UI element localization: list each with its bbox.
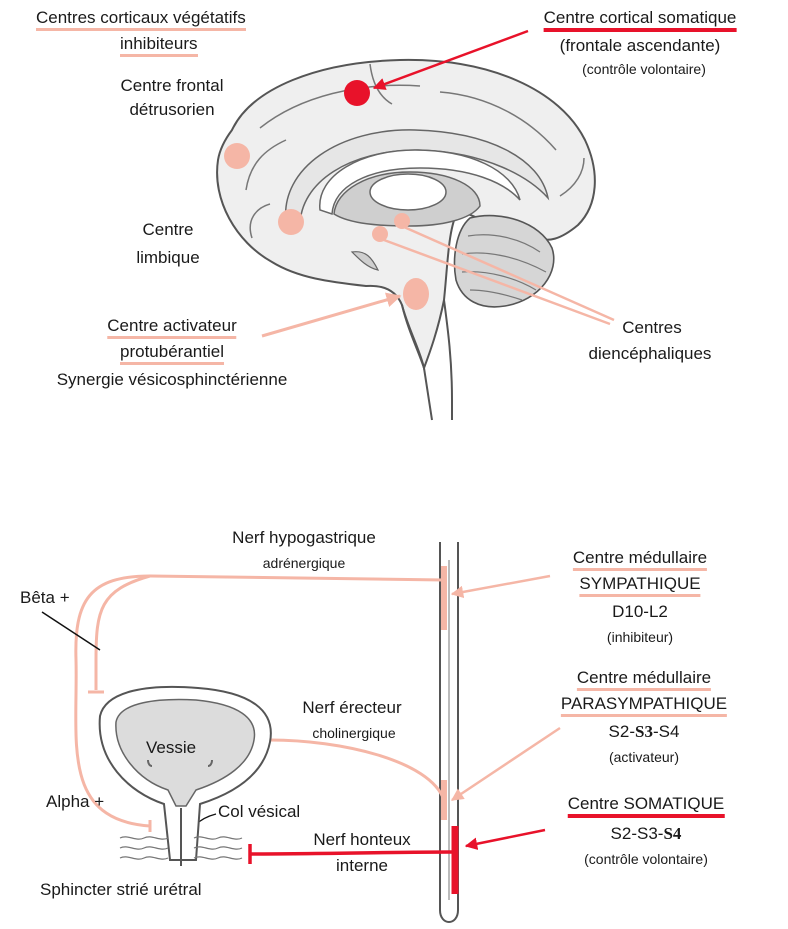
parasympathetic-arrow xyxy=(452,728,560,800)
somatic-line2: S2-S3-S4 xyxy=(611,824,682,844)
erector-line2: cholinergique xyxy=(312,724,395,742)
cortical-line2: (frontale ascendante) xyxy=(560,36,721,56)
sphincter-fibers-right xyxy=(194,837,242,859)
sympathetic-line2: SYMPATHIQUE xyxy=(579,574,700,597)
beta-label: Bêta + xyxy=(20,588,70,608)
som-seg-a: S2-S3- xyxy=(611,824,664,843)
label-sympathetic: Centre médullaire xyxy=(573,548,707,568)
label-pontine-2: protubérantiel xyxy=(120,342,224,362)
label-sympathetic-2: SYMPATHIQUE xyxy=(579,574,700,594)
hypogastric-line2: adrénergique xyxy=(263,554,346,572)
beta-pointer xyxy=(42,612,100,650)
para-seg-c: -S4 xyxy=(653,722,679,741)
bladder-neck-label: Col vésical xyxy=(218,802,300,822)
cortical-line1: Centre cortical somatique xyxy=(544,8,737,32)
sympathetic-arrow xyxy=(452,576,550,594)
label-parasympathetic-2: PARASYMPATHIQUE xyxy=(561,694,727,714)
hypogastric-line1: Nerf hypogastrique xyxy=(232,528,376,548)
som-seg-b: S4 xyxy=(663,824,681,843)
brain-illustration xyxy=(217,60,595,420)
label-somatic: Centre SOMATIQUE xyxy=(568,794,725,814)
pudendal-line2: interne xyxy=(336,856,388,876)
sympathetic-line4: (inhibiteur) xyxy=(607,628,673,646)
frontal-line1: Centre frontal xyxy=(121,76,224,96)
pontine-arrow xyxy=(262,296,400,336)
pudendal-line1: Nerf honteux xyxy=(313,830,410,850)
label-vegetative-centers: Centres corticaux végétatifs xyxy=(36,8,246,28)
label-pontine: Centre activateur xyxy=(107,316,236,336)
vegetative-line1: Centres corticaux végétatifs xyxy=(36,8,246,31)
pontine-line1: Centre activateur xyxy=(107,316,236,339)
limbic-line2: limbique xyxy=(136,248,199,268)
sympathetic-line3: D10-L2 xyxy=(612,602,668,622)
pontine-line3: Synergie vésicosphinctérienne xyxy=(57,370,288,390)
bladder-illustration xyxy=(100,687,271,866)
sphincter-label: Sphincter strié urétral xyxy=(40,880,202,900)
label-cortical: Centre cortical somatique xyxy=(544,8,737,28)
frontal-line2: détrusorien xyxy=(129,100,214,120)
parasympathetic-line4: (activateur) xyxy=(609,748,679,766)
para-seg-b: S3 xyxy=(635,722,653,741)
parasympathetic-line1: Centre médullaire xyxy=(577,668,711,691)
beta-terminal xyxy=(88,684,104,692)
sympathetic-line1: Centre médullaire xyxy=(573,548,707,571)
diencephalic-line1: Centres xyxy=(622,318,682,338)
limbic-center xyxy=(278,209,304,235)
label-parasympathetic: Centre médullaire xyxy=(577,668,711,688)
alpha-label: Alpha + xyxy=(46,792,104,812)
sphincter-fibers-left xyxy=(120,837,168,859)
bladder-label: Vessie xyxy=(146,738,196,758)
parasympathetic-line3: S2-S3-S4 xyxy=(609,722,680,742)
erector-nerve xyxy=(262,732,444,800)
parasympathetic-line2: PARASYMPATHIQUE xyxy=(561,694,727,717)
erector-line1: Nerf érecteur xyxy=(302,698,401,718)
somatic-arrow xyxy=(466,830,545,846)
para-seg-a: S2- xyxy=(609,722,635,741)
beta-branch xyxy=(96,576,150,684)
label-vegetative-centers-2: inhibiteurs xyxy=(120,34,198,54)
cortical-somatic-center xyxy=(344,80,370,106)
somatic-line1: Centre SOMATIQUE xyxy=(568,794,725,818)
diencephalic-line2: diencéphaliques xyxy=(589,344,712,364)
pontine-center xyxy=(403,278,429,310)
cortical-line3: (contrôle volontaire) xyxy=(582,60,706,78)
somatic-line3: (contrôle volontaire) xyxy=(584,850,708,868)
frontal-detrusor-center xyxy=(224,143,250,169)
limbic-line1: Centre xyxy=(142,220,193,240)
vegetative-line2: inhibiteurs xyxy=(120,34,198,57)
diencephalic-center-2 xyxy=(394,213,410,229)
pontine-line2: protubérantiel xyxy=(120,342,224,365)
thalamus xyxy=(370,174,446,210)
